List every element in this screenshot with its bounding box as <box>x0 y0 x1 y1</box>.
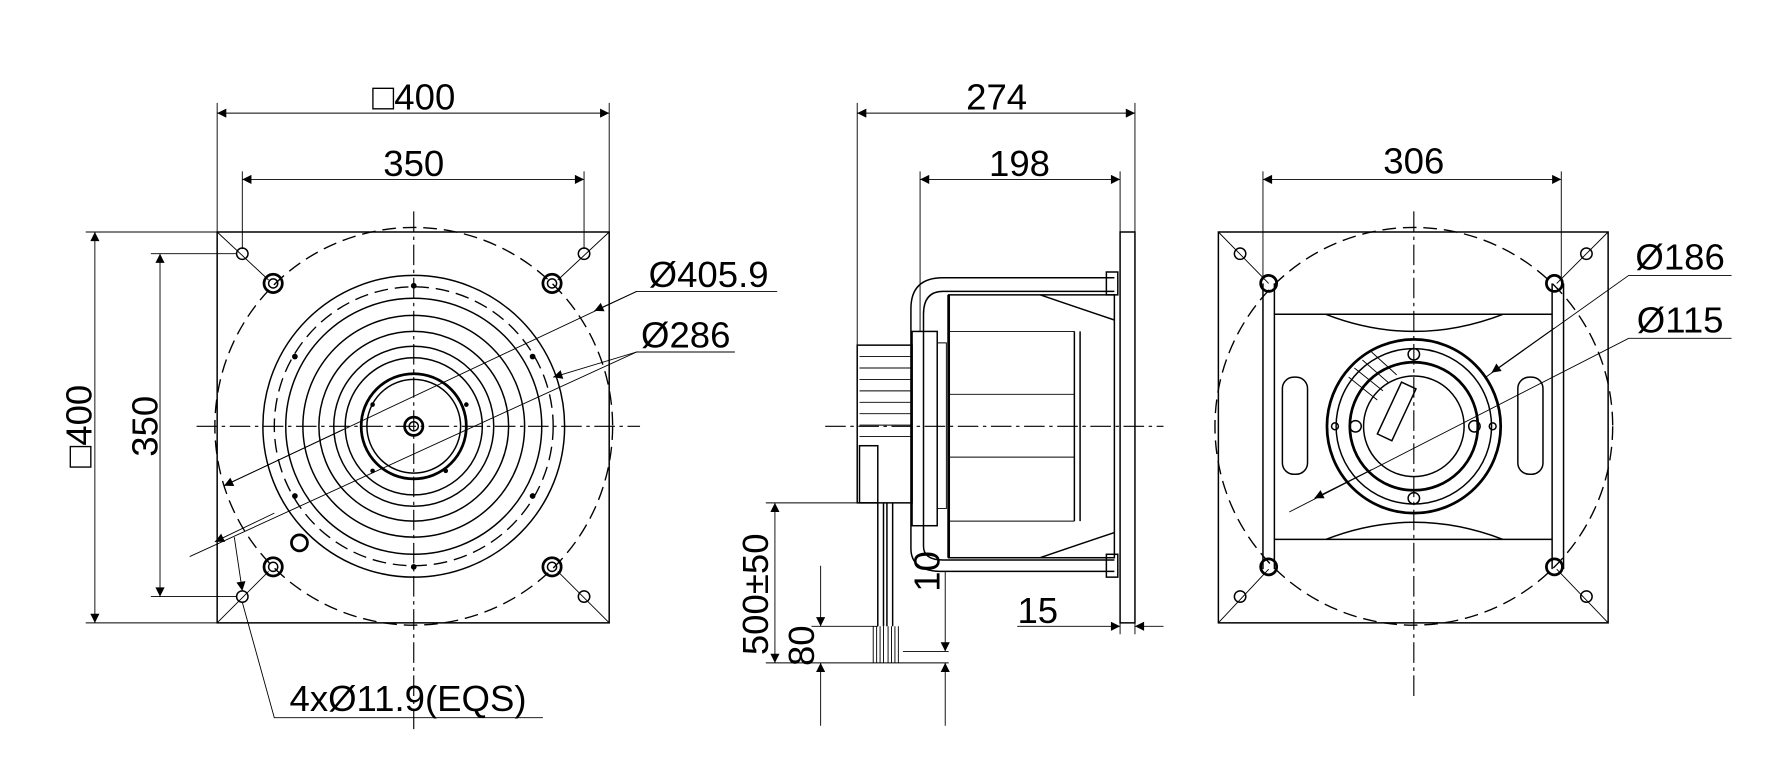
dim-total-depth: 274 <box>966 77 1027 118</box>
dim-height-square: □400 <box>58 385 99 468</box>
dim-offset-10: 10 <box>907 551 948 592</box>
dim-dia-outer: Ø405.9 <box>649 254 769 295</box>
dim-hole-spacing-h: 350 <box>383 143 444 184</box>
rivet-dots <box>292 282 536 570</box>
front-centerlines <box>196 211 641 732</box>
dim-flange-15: 15 <box>1017 590 1058 631</box>
cables <box>872 502 899 663</box>
flange-plate <box>1119 231 1136 624</box>
front-view: □400 350 □400 350 Ø405.9 Ø286 4xØ11.9(EQ… <box>58 77 778 732</box>
dim-impeller-depth: 198 <box>989 143 1050 184</box>
tube-frame <box>910 276 1115 573</box>
side-view: 274 198 500±50 80 10 15 <box>735 77 1164 726</box>
bolts <box>262 272 563 578</box>
dim-dia-hub: Ø115 <box>1637 300 1724 341</box>
dim-hole-spacing-v: 350 <box>125 396 166 457</box>
dim-frame-width: 306 <box>1383 141 1444 182</box>
dim-mounting-holes: 4xØ11.9(EQS) <box>289 678 526 719</box>
rear-view: 306 Ø186 Ø115 <box>1214 141 1732 698</box>
dim-cable-length: 500±50 <box>735 533 776 655</box>
dim-width-square: □400 <box>372 77 455 118</box>
dim-dia-motor: Ø186 <box>1635 237 1724 278</box>
motor <box>856 330 947 527</box>
dim-dia-inner: Ø286 <box>641 314 730 355</box>
dim-cable-strip: 80 <box>781 625 822 666</box>
